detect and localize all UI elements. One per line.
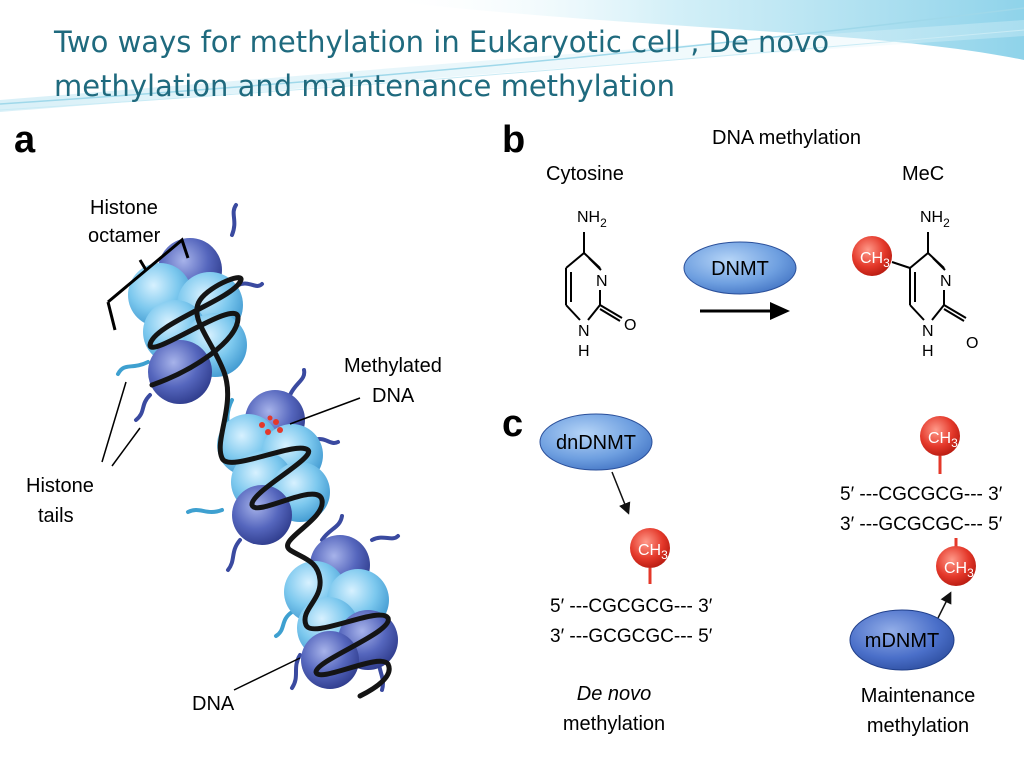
dnmt-enzyme <box>683 241 797 295</box>
nucleosome-1 <box>128 238 247 404</box>
histone-tails-pointer-2 <box>111 427 141 467</box>
histone-tails-label-2: tails <box>38 505 74 527</box>
dndnmt-label: dnDNMT <box>556 432 636 454</box>
mec-o2: O <box>966 335 978 352</box>
slide-title-line-2: methylation and maintenance methylation <box>54 69 675 103</box>
mec-h1: H <box>922 343 934 360</box>
denovo-caption-2: methylation <box>563 713 665 735</box>
methylated-dna-label-1: Methylated <box>344 355 442 377</box>
mec-structure <box>891 232 967 322</box>
denovo-caption-1: De novo <box>577 683 652 705</box>
mdnmt-label: mDNMT <box>865 630 939 652</box>
mec-n3: N <box>940 273 952 290</box>
maint-caption-1: Maintenance <box>861 685 976 707</box>
maint-caption-2: methylation <box>867 715 969 737</box>
methyl-marks <box>259 415 283 435</box>
maint-methyl-bottom-group <box>936 546 976 586</box>
maint-strand-bottom: 3′ ---GCGCGC--- 5′ <box>840 514 1003 535</box>
panel-b-heading: DNA methylation <box>712 127 861 149</box>
mec-nh2: NH2 <box>920 209 950 230</box>
mec-label: MeC <box>902 163 944 185</box>
methylated-dna-pointer <box>289 397 361 425</box>
maint-methyl-top-group <box>920 416 960 456</box>
denovo-methyl-label: CH3 <box>638 542 668 562</box>
dndnmt-arrow <box>611 471 631 515</box>
dndnmt-enzyme <box>539 413 653 471</box>
dna-label: DNA <box>192 693 235 715</box>
panel-a-letter: a <box>14 119 36 161</box>
cytosine-n1: N <box>578 323 590 340</box>
histone-octamer-label-2: octamer <box>88 225 161 247</box>
mec-n1: N <box>922 323 934 340</box>
maint-strand-top: 5′ ---CGCGCG--- 3′ <box>840 484 1003 505</box>
histone-octamer-bracket <box>106 237 190 331</box>
slide-title: Two ways for methylation in Eukaryotic c… <box>54 20 954 108</box>
panel-b-letter: b <box>502 119 525 161</box>
histone-tails-label-1: Histone <box>26 475 94 497</box>
denovo-methyl-group <box>630 528 670 568</box>
cytosine-structure <box>565 232 623 322</box>
denovo-strand-top: 5′ ---CGCGCG--- 3′ <box>550 596 713 617</box>
dnmt-reaction-arrow-head <box>770 302 790 320</box>
cytosine-n3: N <box>596 273 608 290</box>
panel-c-letter: c <box>502 403 523 445</box>
maint-methyl-top-label: CH3 <box>928 430 958 450</box>
dna-strand <box>147 275 392 699</box>
histone-tails-pointer-1 <box>101 381 127 463</box>
cytosine-o2: O <box>624 317 636 334</box>
histone-octamer-label-1: Histone <box>90 197 158 219</box>
cytosine-h1: H <box>578 343 590 360</box>
dna-pointer <box>233 657 301 691</box>
dnmt-label: DNMT <box>711 258 769 280</box>
mdnmt-enzyme <box>849 609 955 671</box>
cytosine-label: Cytosine <box>546 163 624 185</box>
methylated-dna-label-2: DNA <box>372 385 415 407</box>
mec-methyl-label: CH3 <box>860 250 890 270</box>
mec-methyl-group <box>852 236 892 276</box>
cytosine-nh2: NH2 <box>577 209 607 230</box>
slide-title-line-1: Two ways for methylation in Eukaryotic c… <box>54 25 830 59</box>
slide-header-swoosh <box>0 0 1024 112</box>
denovo-strand-bottom: 3′ ---GCGCGC--- 5′ <box>550 626 713 647</box>
mdnmt-arrow <box>937 591 952 619</box>
maint-methyl-bottom-label: CH3 <box>944 560 974 580</box>
